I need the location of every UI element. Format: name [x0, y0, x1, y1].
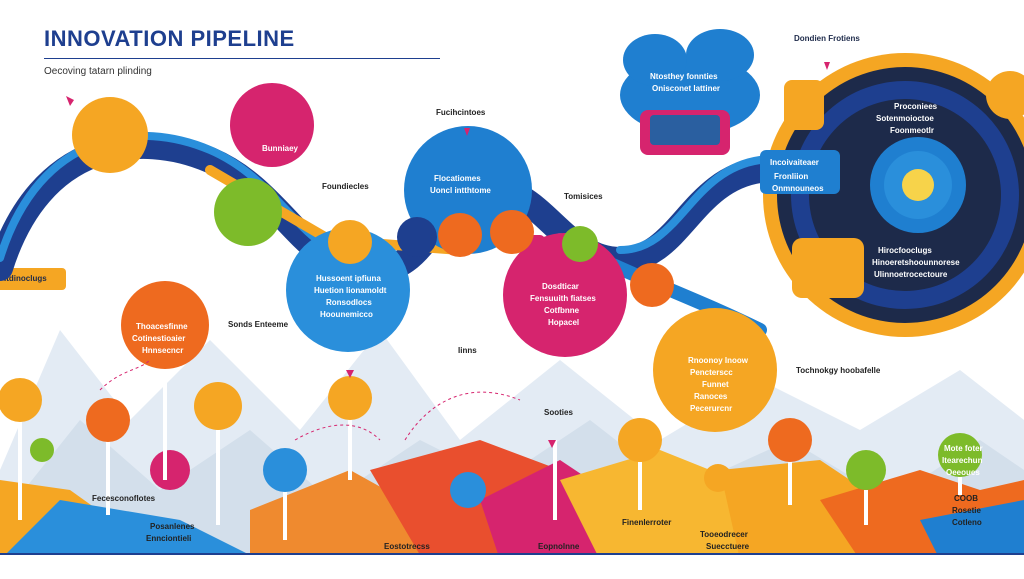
label-focus: Fucihcintoes — [436, 108, 486, 117]
orange-right-label-1: Rnoonoy Inoow — [688, 356, 748, 365]
page-subtitle: Oecoving tatarn plinding — [44, 66, 152, 77]
orange-right-label-3: Funnet — [702, 380, 729, 389]
orange-right-label-4: Ranoces — [694, 392, 728, 401]
orange-left-label-3: Hnnsecncr — [142, 346, 184, 355]
label-sooties: Sooties — [544, 408, 573, 417]
bottom-right-text-2: Rosetie — [952, 506, 981, 515]
cloud-label-2: Onisconet lattiner — [652, 84, 721, 93]
bottom-mid-left-label-1: Posanlenes — [150, 522, 195, 531]
magenta-mid-label-3: Cotfbnne — [544, 306, 580, 315]
orange-left-label-1: Thoacesfinne — [136, 322, 188, 331]
cloud-shape — [620, 29, 760, 155]
blue-card-label-1: Incoivaiteaer — [770, 158, 819, 167]
green-card-label-2: Itearechun — [942, 456, 983, 465]
blue-left-label-1: Hussoent ipfiuna — [316, 274, 381, 283]
ring-top-label-3: Foonmeotlr — [890, 126, 934, 135]
ring-top-label-2: Sotenmoioctoe — [876, 114, 934, 123]
title-underline — [44, 58, 440, 59]
blue-card-label-2: Fronliion — [774, 172, 809, 181]
stage-circles — [72, 80, 864, 432]
label-foundries: Foundiecles — [322, 182, 369, 191]
label-inns: Iinns — [458, 346, 477, 355]
bottom-center-label: Eopnolnne — [538, 542, 580, 551]
blue-center-label-2: Uoncl intthtome — [430, 186, 491, 195]
blue-card-label-3: Onmnouneos — [772, 184, 824, 193]
dotted-connectors — [99, 359, 521, 441]
ring-top-label-1: Proconiees — [894, 102, 938, 111]
magenta-node-label: Bunniaey — [262, 144, 299, 153]
label-tomises: Tomisices — [564, 192, 603, 201]
cloud-label-1: Ntosthey fonnties — [650, 72, 718, 81]
bottom-right-text-3: Cotleno — [952, 518, 982, 527]
blue-left-label-2: Huetion lionamoldt — [314, 286, 387, 295]
bottom-mid-left-label-2: Ennciontieli — [146, 534, 192, 543]
bottom-right-label-1: Tooeodrecer — [700, 530, 748, 539]
ring-bottom-label-2: Hinoeretshoounnorese — [872, 258, 960, 267]
label-tech: Tochnokgy hoobafelle — [796, 366, 881, 375]
side-tag: Itdinoclugs — [0, 268, 66, 290]
blue-left-label-3: Ronsodlocs — [326, 298, 372, 307]
orange-left-label-2: Cotinestioaier — [132, 334, 186, 343]
orange-right-label-5: Pecerurcnr — [690, 404, 733, 413]
magenta-mid-label-2: Fensuuith fiatses — [530, 294, 596, 303]
blue-left-label-4: Hoounemicco — [320, 310, 373, 319]
bottom-right-text-1: COOB — [954, 494, 978, 503]
magenta-mid-label-1: Dosdticar — [542, 282, 579, 291]
orange-right-label-2: Pencterscc — [690, 368, 733, 377]
page-title: INNOVATION PIPELINE — [44, 26, 295, 51]
label-sounds: Sonds Enteeme — [228, 320, 289, 329]
bottom-mid-label: Eostotrecss — [384, 542, 430, 551]
top-right-label: Dondien Frotiens — [794, 34, 860, 43]
bottom-mid-right-label: Finenlerroter — [622, 518, 672, 527]
direction-arrows — [66, 62, 830, 448]
bottom-left-label: Fecesconoflotes — [92, 494, 156, 503]
node-stems — [18, 369, 962, 540]
small-nodes — [0, 71, 1024, 508]
ring-bottom-label-1: Hirocfooclugs — [878, 246, 932, 255]
ring-bottom-label-3: Ulinnoetrocectoure — [874, 270, 948, 279]
bottom-right-label-2: Suecctuere — [706, 542, 750, 551]
colored-hills — [0, 440, 1024, 579]
magenta-mid-label-4: Hopacel — [548, 318, 580, 327]
blue-center-label-1: Flocatiomes — [434, 174, 481, 183]
green-card-label-3: Oeeoues — [946, 468, 980, 477]
green-card-label-1: Mote foter — [944, 444, 983, 453]
